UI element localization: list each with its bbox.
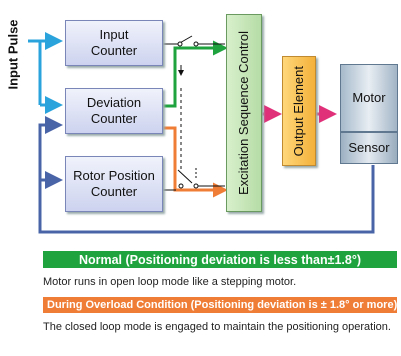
rotor-position-counter-box: Rotor Position Counter [65, 156, 163, 212]
mode-switches [163, 35, 225, 191]
overload-mode-banner: During Overload Condition (Positioning d… [43, 297, 397, 313]
motor-label: Motor [352, 90, 386, 105]
input-counter-box: Input Counter [65, 20, 163, 66]
normal-mode-title: Normal (Positioning deviation is less th… [78, 252, 362, 267]
normal-mode-banner: Normal (Positioning deviation is less th… [43, 251, 397, 268]
overload-path [163, 126, 228, 198]
output-element-label: Output Element [291, 65, 306, 157]
overload-mode-description: The closed loop mode is engaged to maint… [43, 321, 391, 333]
diagram-connections [28, 32, 375, 234]
input-pulse-lines [28, 32, 63, 114]
normal-mode-description: Motor runs in open loop mode like a step… [43, 276, 297, 288]
sensor-label: Sensor [348, 140, 390, 155]
deviation-counter-label: Deviation Counter [86, 95, 142, 126]
normal-path [163, 40, 228, 108]
output-element-box: Output Element [282, 56, 316, 166]
input-pulse-label: Input Pulse [5, 18, 21, 90]
sensor-box: Sensor [340, 132, 398, 164]
excitation-sequence-control-box: Excitation Sequence Control [226, 14, 262, 212]
rotor-position-counter-label: Rotor Position Counter [73, 168, 155, 199]
motor-box: Motor [340, 64, 398, 132]
input-counter-label: Input Counter [90, 27, 138, 58]
excitation-sequence-control-label: Excitation Sequence Control [236, 30, 251, 196]
overload-mode-title: During Overload Condition (Positioning d… [47, 299, 398, 311]
deviation-counter-box: Deviation Counter [65, 88, 163, 134]
block-diagram: Input Pulse Input Counter Deviation Coun… [5, 14, 398, 234]
feedback-lines [38, 116, 375, 234]
